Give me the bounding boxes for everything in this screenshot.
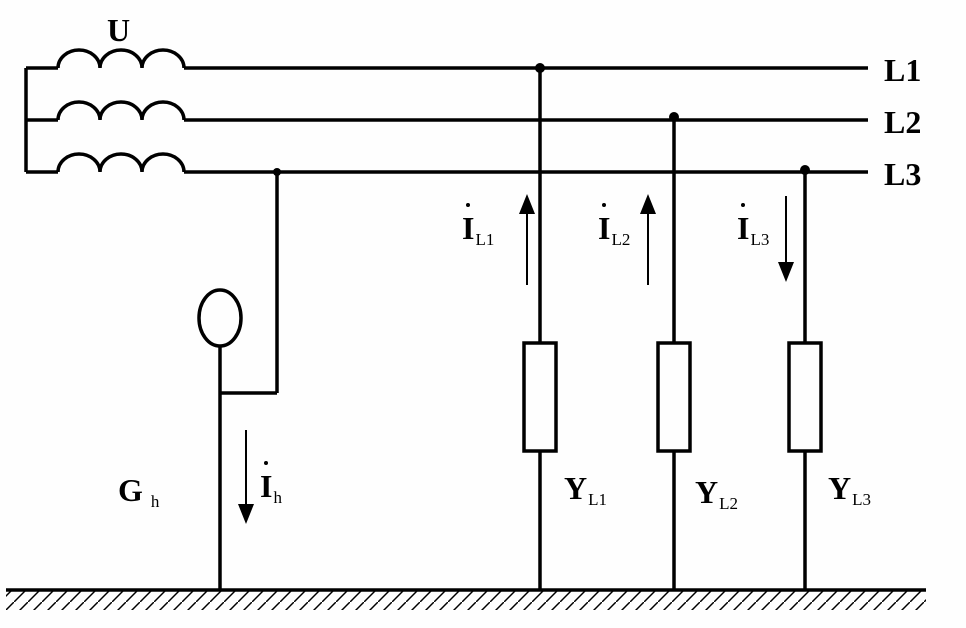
coil-l2 xyxy=(56,100,186,121)
load-branches xyxy=(522,68,823,590)
admittance-label-l1: YL1 xyxy=(564,470,607,509)
admittance-label-l2: YL2 xyxy=(695,474,738,513)
admittance-yl2 xyxy=(656,341,692,453)
coil-l1 xyxy=(56,48,186,69)
coil-l3 xyxy=(56,152,186,173)
admittance-label-l3: YL3 xyxy=(828,470,871,509)
ground-detector-branch xyxy=(197,172,279,590)
current-arrows xyxy=(238,194,794,524)
phase-current-label-l2: IL2 xyxy=(598,203,631,249)
source-label: U xyxy=(107,12,131,48)
admittance-yl1 xyxy=(522,341,558,453)
source-windings xyxy=(24,48,186,174)
admittance-yl3 xyxy=(787,341,823,453)
phase-current-label-l3: IL3 xyxy=(737,203,770,249)
phase-lines xyxy=(184,66,868,174)
line-label-l2: L2 xyxy=(884,104,922,140)
ground-current-label: Ih xyxy=(260,461,282,507)
ground-plane xyxy=(6,588,926,610)
line-label-l3: L3 xyxy=(884,156,922,192)
phase-current-label-l1: IL1 xyxy=(462,203,495,249)
ground-detector-symbol xyxy=(197,288,243,348)
line-label-l1: L1 xyxy=(884,52,922,88)
